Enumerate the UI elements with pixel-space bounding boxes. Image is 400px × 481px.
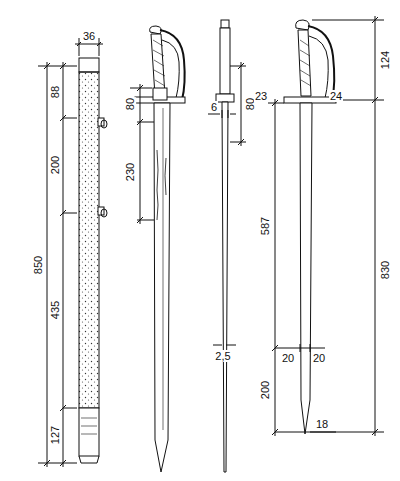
- dimension-label: 435: [49, 300, 61, 320]
- blade-width: 20: [312, 352, 326, 364]
- blade-thickness: 2,5: [214, 350, 231, 362]
- dimension-label: 6: [210, 101, 218, 113]
- dimension-label: 23: [254, 90, 268, 102]
- blade-width: 20: [281, 352, 295, 364]
- dimension-label: 88: [49, 85, 61, 99]
- dimension-label: 200: [259, 380, 271, 400]
- blade-length: 830: [379, 260, 391, 280]
- hilt-height: 124: [379, 50, 391, 70]
- dimension-label: 230: [124, 162, 136, 182]
- dimension-label: 80: [124, 97, 136, 111]
- dimension-label: 587: [259, 216, 271, 236]
- dimension-label: 200: [49, 155, 61, 175]
- scabbard-length: 850: [32, 255, 44, 275]
- blade-width: 18: [315, 418, 329, 430]
- dimension-label: 127: [49, 425, 61, 445]
- scabbard-width: 36: [82, 30, 96, 42]
- dimension-label: 24: [329, 90, 343, 102]
